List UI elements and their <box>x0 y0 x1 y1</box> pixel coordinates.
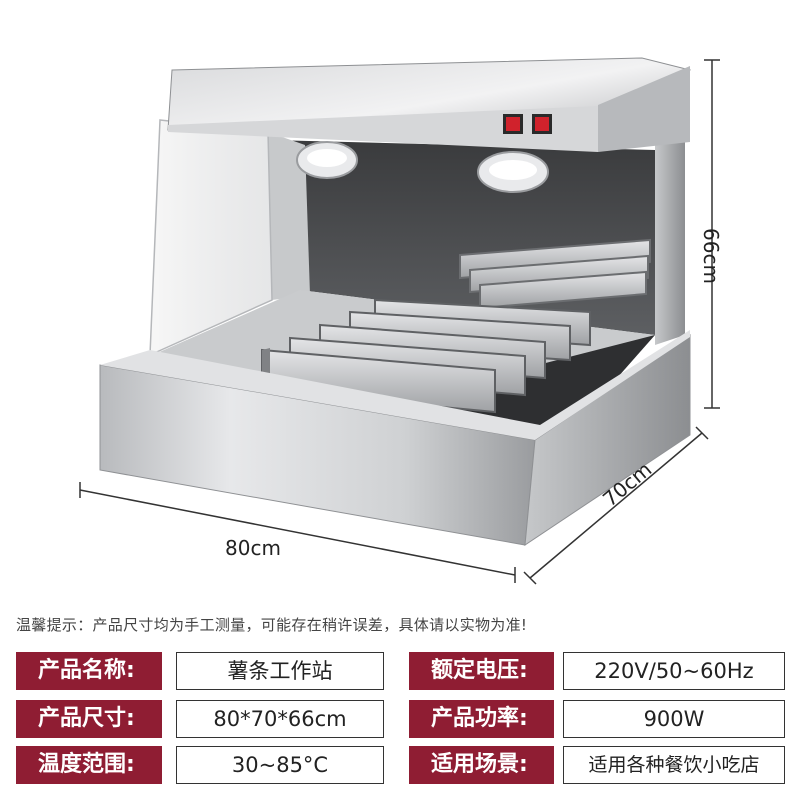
spec-value: 30~85°C <box>176 746 384 784</box>
product-photo <box>79 57 720 585</box>
spec-label: 额定电压: <box>409 652 554 690</box>
spec-value: 适用各种餐饮小吃店 <box>563 746 785 784</box>
spec-value: 900W <box>563 700 785 738</box>
spec-label: 产品功率: <box>409 700 554 738</box>
spec-value: 薯条工作站 <box>176 652 384 690</box>
width-dimension-label: 80cm <box>225 536 281 560</box>
measurement-notice: 温馨提示：产品尺寸均为手工测量，可能存在稍许误差，具体请以实物为准! <box>16 616 528 634</box>
height-dimension-label: 66cm <box>699 228 723 284</box>
spec-value: 80*70*66cm <box>176 700 384 738</box>
spec-label: 产品尺寸: <box>16 700 162 738</box>
spec-label: 适用场景: <box>409 746 554 784</box>
spec-label: 温度范围: <box>16 746 162 784</box>
spec-value: 220V/50~60Hz <box>563 652 785 690</box>
spec-label: 产品名称: <box>16 652 162 690</box>
